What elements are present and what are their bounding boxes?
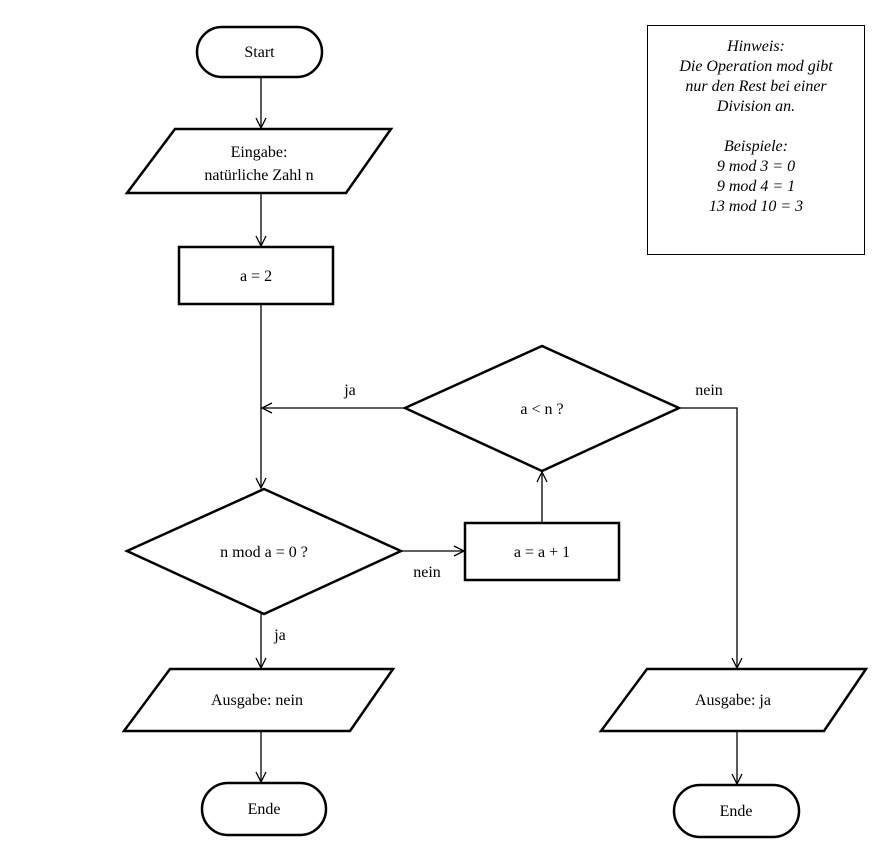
output-ja-node: Ausgabe: ja — [598, 667, 869, 733]
edge-label-mod-no: nein — [413, 564, 441, 581]
connectors — [261, 77, 737, 784]
note-line-examples-heading: Beispiele: — [724, 138, 788, 155]
end-right-node: Ende — [672, 783, 801, 839]
output-ja-label: Ausgabe: ja — [695, 692, 771, 709]
assign-label: a = 2 — [240, 268, 272, 285]
input-label-line1: Eingabe: — [231, 144, 288, 161]
note-line: Die Operation mod gibt — [679, 58, 833, 75]
input-node: Eingabe: natürliche Zahl n — [124, 127, 394, 195]
note-line-example: 13 mod 10 = 3 — [708, 198, 804, 215]
input-label-line2: natürliche Zahl n — [204, 167, 313, 184]
hint-note: Hinweis: Die Operation mod gibt nur den … — [647, 25, 865, 255]
note-line: Division an. — [716, 98, 796, 115]
edge-label-less-yes: ja — [343, 382, 356, 399]
assign-node: a = 2 — [177, 245, 335, 306]
start-label: Start — [244, 44, 275, 61]
note-line-example: 9 mod 3 = 0 — [716, 158, 796, 175]
increment-node: a = a + 1 — [463, 521, 621, 582]
increment-label: a = a + 1 — [514, 544, 570, 561]
arrow-less-no — [679, 407, 737, 668]
edge-label-mod-yes: ja — [273, 627, 286, 644]
decision-less-label: a < n ? — [520, 401, 563, 418]
decision-less-node: a < n ? — [401, 344, 683, 473]
note-line-heading: Hinweis: — [727, 38, 785, 55]
start-node: Start — [195, 25, 324, 79]
decision-mod-label: n mod a = 0 ? — [220, 544, 308, 561]
output-nein-node: Ausgabe: nein — [121, 667, 396, 733]
note-spacer — [648, 117, 864, 137]
output-nein-label: Ausgabe: nein — [211, 692, 303, 709]
end-left-node: Ende — [200, 781, 328, 837]
note-line: nur den Rest bei einer — [685, 78, 827, 95]
note-line-example: 9 mod 4 = 1 — [716, 178, 796, 195]
decision-mod-node: n mod a = 0 ? — [123, 487, 405, 616]
end-right-label: Ende — [720, 803, 753, 820]
end-left-label: Ende — [248, 801, 281, 818]
edge-label-less-no: nein — [695, 382, 723, 399]
